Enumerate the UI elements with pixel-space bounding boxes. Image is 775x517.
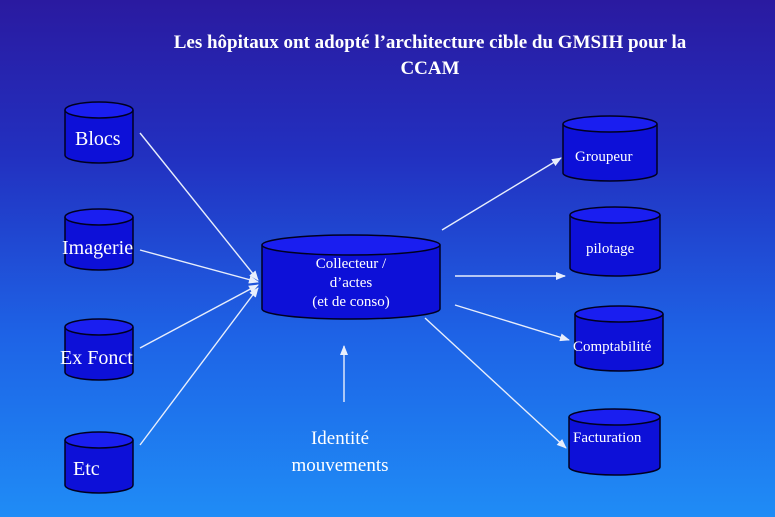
slide-title-line1: Les hôpitaux ont adopté l’architecture c… (173, 32, 687, 53)
arrow-collector-to-groupeur (441, 157, 562, 231)
source-label-etc: Etc (73, 458, 100, 480)
cylinder-ex-fonct: Ex Fonct (60, 317, 134, 381)
source-label-ex-fonct: Ex Fonct (60, 347, 133, 369)
cylinder-imagerie: Imagerie (62, 207, 134, 271)
identity-label-line1: Identité (310, 428, 370, 449)
arrow-imagerie-to-collector (139, 249, 259, 284)
slide-title-line2: CCAM (400, 58, 460, 79)
database-icon (574, 305, 664, 372)
arrow-etc-to-collector (139, 287, 259, 446)
output-label-pilotage: pilotage (586, 241, 635, 257)
identity-movements-label: Identité mouvements (270, 425, 410, 479)
database-icon (64, 208, 134, 271)
cylinder-groupeur: Groupeur (562, 115, 658, 182)
source-label-blocs: Blocs (75, 128, 121, 150)
collector-label-line2: d’actes (329, 275, 373, 291)
cylinder-comptabilite: Comptabilité (573, 305, 664, 372)
collector-label: Collecteur / d’actes (et de conso) (261, 255, 441, 312)
cylinder-etc: Etc (64, 430, 134, 494)
output-label-facturation: Facturation (573, 430, 642, 446)
arrow-blocs-to-collector (139, 132, 259, 281)
collector-label-line3: (et de conso) (312, 294, 390, 310)
slide-title: Les hôpitaux ont adopté l’architecture c… (110, 30, 750, 82)
cylinder-collector: Collecteur / d’actes (et de conso) (261, 234, 441, 320)
cylinder-facturation: Facturation (568, 408, 661, 476)
database-icon (64, 431, 134, 494)
arrow-collector-to-facturation (424, 317, 567, 449)
output-label-groupeur: Groupeur (575, 149, 633, 165)
output-label-comptabilite: Comptabilité (573, 339, 652, 355)
cylinder-pilotage: pilotage (569, 206, 661, 278)
database-icon (64, 318, 134, 381)
identity-label-line2: mouvements (291, 455, 389, 476)
database-icon (568, 408, 661, 476)
arrow-exfonct-to-collector (139, 284, 259, 349)
database-icon (562, 115, 658, 182)
collector-label-line1: Collecteur / (315, 256, 387, 272)
arrow-collector-to-comptabilite (454, 304, 570, 342)
database-icon (261, 234, 441, 320)
database-icon (64, 101, 134, 164)
cylinder-blocs: Blocs (64, 100, 134, 164)
database-icon (569, 206, 661, 277)
source-label-imagerie: Imagerie (62, 237, 134, 259)
